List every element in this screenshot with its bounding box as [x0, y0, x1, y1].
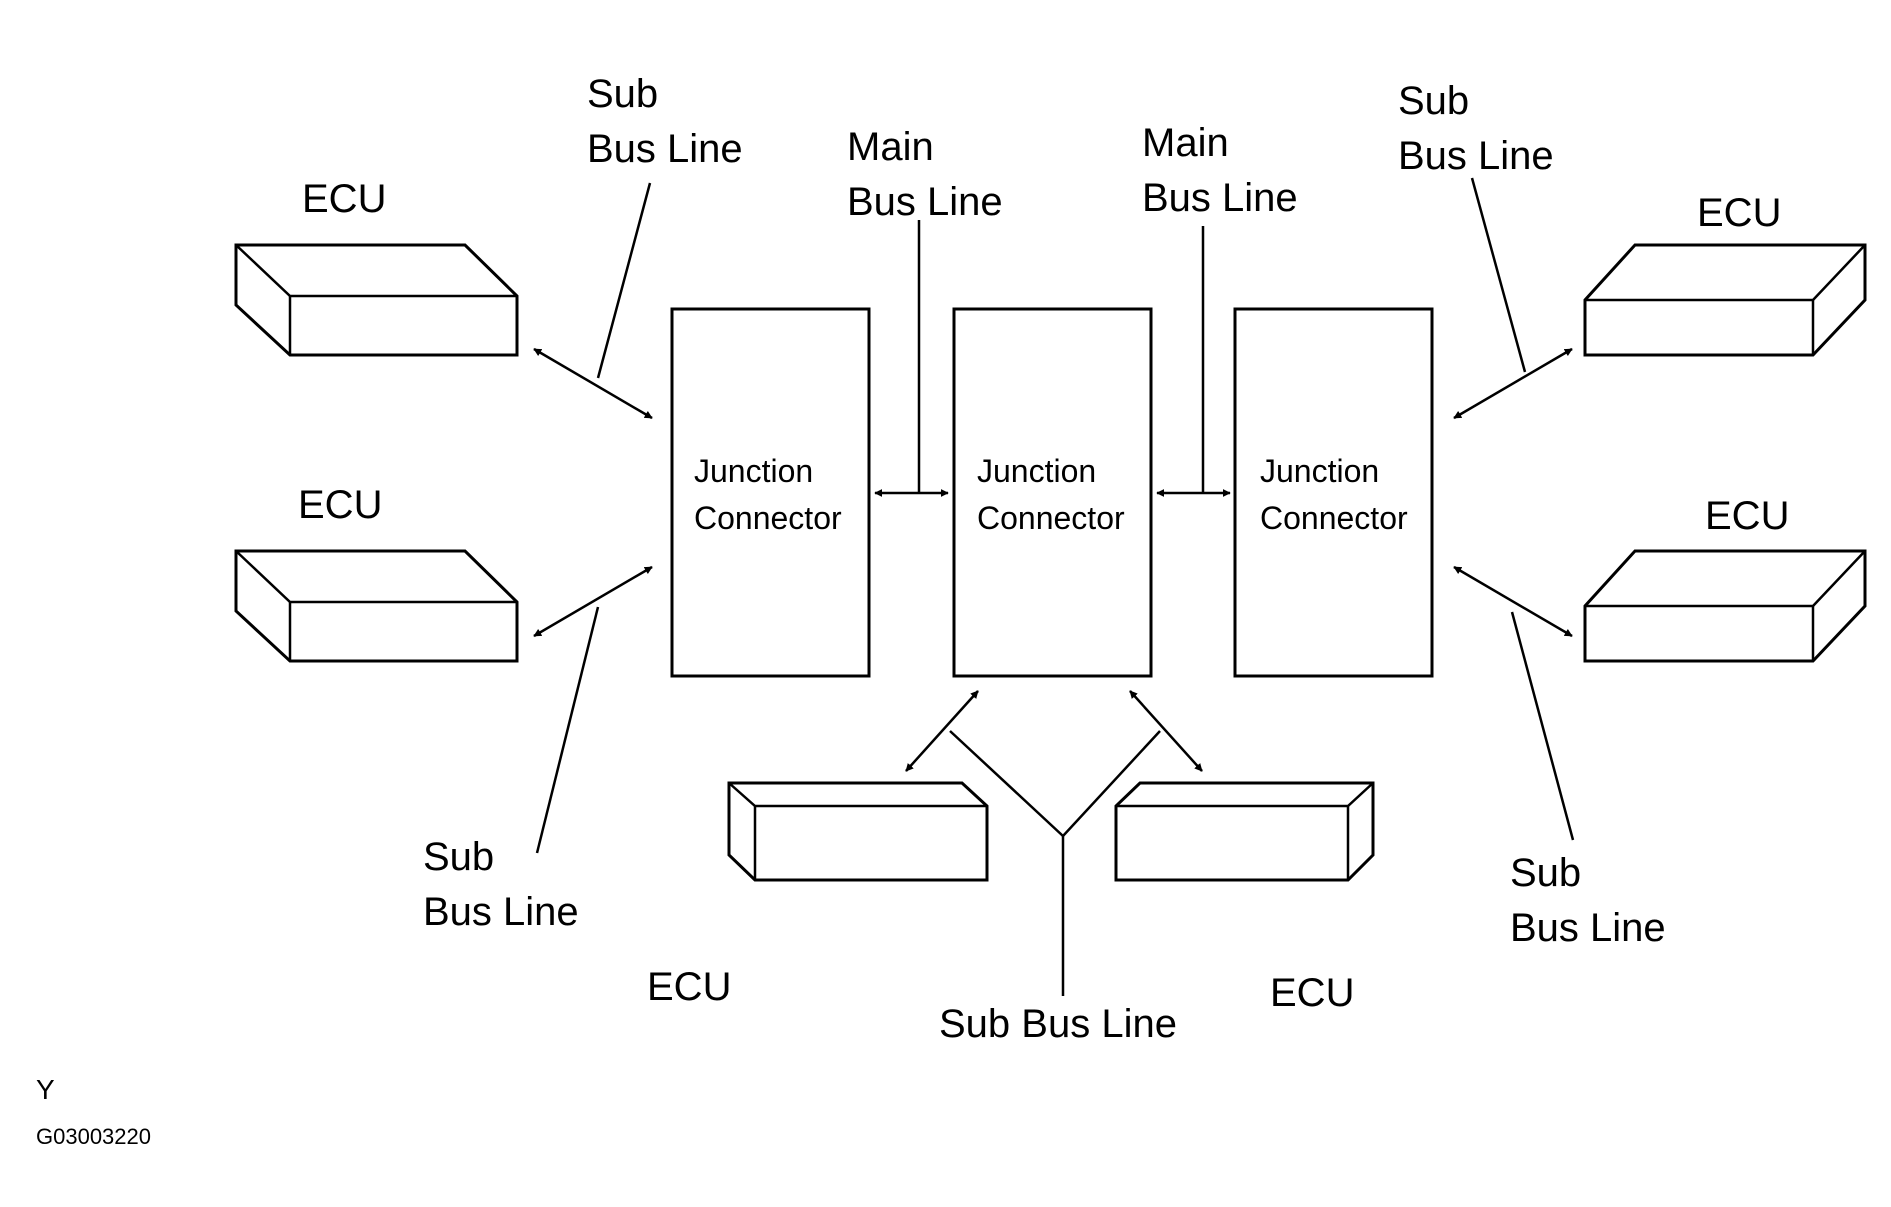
bus-line-label-bottom-left: Bus Line: [423, 890, 579, 934]
ecu-label-left-bottom: ECU: [298, 483, 382, 527]
leader-sub-bus-top-left: [596, 182, 652, 379]
ecu-label-bottom-right: ECU: [1270, 971, 1354, 1015]
sub-label-top-right: Sub: [1398, 79, 1469, 123]
sub-label-top-left: Sub: [587, 72, 658, 116]
ecu-label-right-top: ECU: [1697, 191, 1781, 235]
ecu-box-left-top: [234, 243, 519, 357]
ecu-box-left-bottom: [234, 549, 519, 663]
arrow-ecu-left-bottom-to-junction: [533, 565, 653, 638]
ecu-label-right-bottom: ECU: [1705, 494, 1789, 538]
sub-bus-line-label-bottom: Sub Bus Line: [939, 1002, 1177, 1046]
bus-line-label-bottom-right: Bus Line: [1510, 906, 1666, 950]
ecu-label-bottom-left: ECU: [647, 965, 731, 1009]
ecu-box-right-bottom: [1583, 549, 1867, 663]
ecu-box-bottom-right: [1114, 781, 1375, 882]
ecu-box-bottom-left: [727, 781, 989, 882]
main-label-right: Main: [1142, 121, 1229, 165]
ecu-label-left-top: ECU: [302, 177, 386, 221]
junction-connector-center: [952, 307, 1153, 678]
arrow-ecu-right-top-to-junction: [1453, 347, 1573, 420]
junction-connector-left: [670, 307, 871, 678]
sub-label-bottom-left: Sub: [423, 835, 494, 879]
bus-line-label-top-left: Bus Line: [587, 127, 743, 171]
junction-label-right: Junction: [1260, 453, 1379, 489]
arrow-ecu-left-top-to-junction: [533, 347, 653, 420]
connector-label-right: Connector: [1260, 500, 1408, 536]
leader-sub-bus-bottom-right: [1510, 611, 1575, 841]
connector-label-left: Connector: [694, 500, 842, 536]
corner-letter: Y: [36, 1074, 55, 1105]
junction-connector-right: [1233, 307, 1434, 678]
arrow-junction-to-ecu-bottom-right: [1129, 690, 1203, 772]
bus-line-label-top-right: Bus Line: [1398, 134, 1554, 178]
arrow-junction-to-ecu-bottom-left: [905, 690, 979, 772]
arrow-ecu-right-bottom-to-junction: [1453, 565, 1573, 638]
figure-code: G03003220: [36, 1124, 151, 1149]
sub-label-bottom-right: Sub: [1510, 851, 1581, 895]
main-bus-line-label-left: Bus Line: [847, 180, 1003, 224]
main-label-left: Main: [847, 125, 934, 169]
leader-sub-bus-top-right: [1470, 177, 1527, 373]
leader-sub-bus-bottom-left: [535, 606, 600, 854]
main-bus-line-label-right: Bus Line: [1142, 176, 1298, 220]
junction-label-center: Junction: [977, 453, 1096, 489]
junction-label-left: Junction: [694, 453, 813, 489]
connector-label-center: Connector: [977, 500, 1125, 536]
ecu-box-right-top: [1583, 243, 1867, 357]
